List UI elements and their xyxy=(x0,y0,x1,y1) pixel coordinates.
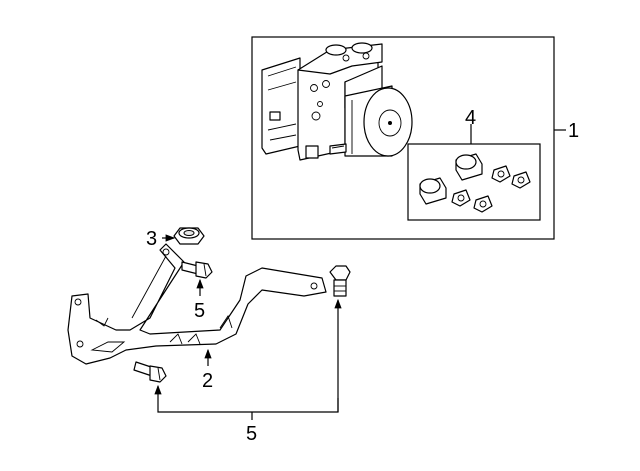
bolt-upper xyxy=(181,261,213,279)
grommet xyxy=(173,227,205,245)
rubber-insulator-parts xyxy=(419,153,531,213)
callout-5-lower: 5 xyxy=(246,423,257,445)
mount-kit-box xyxy=(407,124,541,221)
bolt-right xyxy=(329,265,351,297)
callout-2: 2 xyxy=(202,370,213,392)
mounting-bracket xyxy=(67,243,327,365)
callout-5-upper: 5 xyxy=(194,300,205,322)
leader-lines xyxy=(154,234,342,420)
assembly-box xyxy=(251,36,566,240)
callout-4: 4 xyxy=(465,107,476,129)
callout-3: 3 xyxy=(146,228,157,250)
callout-1: 1 xyxy=(568,120,579,142)
abs-modulator-unit xyxy=(261,42,413,161)
bolt-lower xyxy=(133,361,167,383)
